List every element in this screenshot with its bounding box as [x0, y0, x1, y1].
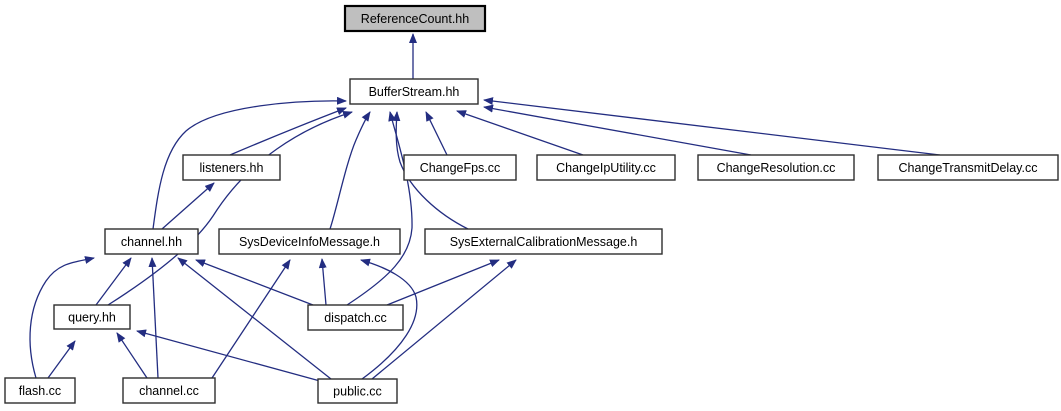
edge-flash-to-channelhh [29, 256, 95, 379]
graph-node-bufferstream[interactable]: BufferStream.hh [349, 78, 479, 105]
node-label-changeiputility: ChangeIpUtility.cc [556, 161, 656, 175]
graph-node-sysdeviceinfo[interactable]: SysDeviceInfoMessage.h [218, 228, 401, 255]
node-box-public[interactable] [317, 378, 398, 404]
graph-node-channelcc[interactable]: channel.cc [122, 377, 216, 404]
edge-dispatch-to-channelhh [195, 259, 314, 306]
node-box-bufferstream[interactable] [349, 78, 479, 105]
node-box-changeresolution[interactable] [697, 154, 855, 181]
graph-node-changeresolution[interactable]: ChangeResolution.cc [697, 154, 855, 181]
edge-channelcc-to-channelhh [148, 257, 159, 379]
node-label-queryhh: query.hh [68, 311, 116, 325]
node-label-changeresolution: ChangeResolution.cc [717, 161, 836, 175]
node-box-channelhh[interactable] [104, 228, 199, 255]
node-label-changefps: ChangeFps.cc [420, 161, 501, 175]
node-box-queryhh[interactable] [53, 304, 131, 330]
edge-sysdeviceinfo-to-bufferstream [329, 111, 371, 230]
edge-dispatch-to-sysexternalcalib [386, 259, 500, 306]
edge-dispatch-to-sysdeviceinfo [318, 258, 327, 306]
node-label-bufferstream: BufferStream.hh [369, 85, 460, 99]
node-box-changefps[interactable] [403, 154, 517, 181]
node-box-dispatch[interactable] [307, 304, 404, 331]
node-label-public: public.cc [333, 385, 382, 399]
node-box-sysexternalcalib[interactable] [424, 228, 663, 255]
edge-channelhh-to-listeners [161, 182, 215, 230]
edge-changeresolution-to-bufferstream [483, 104, 752, 156]
node-label-channelhh: channel.hh [121, 235, 182, 249]
edge-dispatch-to-bufferstream [346, 111, 413, 306]
edge-channelcc-to-sysdeviceinfo [211, 259, 291, 379]
graph-node-changefps[interactable]: ChangeFps.cc [403, 154, 517, 181]
graph-node-referencecount[interactable]: ReferenceCount.hh [343, 4, 487, 33]
node-box-changetransmitdelay[interactable] [877, 154, 1059, 181]
edge-public-to-sysdeviceinfo [360, 258, 418, 380]
edge-public-to-sysexternalcalib [371, 259, 517, 380]
node-box-referencecount[interactable] [343, 4, 487, 33]
edge-listeners-to-bufferstream [229, 107, 347, 156]
edge-queryhh-to-channelhh [95, 257, 132, 306]
graph-node-queryhh[interactable]: query.hh [53, 304, 131, 330]
node-box-changeiputility[interactable] [536, 154, 676, 181]
edge-flash-to-queryhh [47, 340, 76, 379]
graph-node-flash[interactable]: flash.cc [4, 377, 76, 404]
node-box-sysdeviceinfo[interactable] [218, 228, 401, 255]
graph-node-listeners[interactable]: listeners.hh [182, 154, 281, 181]
edge-changefps-to-bufferstream [425, 111, 448, 156]
graph-node-public[interactable]: public.cc [317, 378, 398, 404]
node-label-channelcc: channel.cc [139, 384, 199, 398]
edge-changetransmitdelay-to-bufferstream [483, 97, 941, 156]
edge-sysexternalcalib-to-bufferstream [392, 111, 469, 230]
node-label-referencecount: ReferenceCount.hh [361, 12, 469, 26]
graph-node-changetransmitdelay[interactable]: ChangeTransmitDelay.cc [877, 154, 1059, 181]
node-box-flash[interactable] [4, 377, 76, 404]
node-label-sysdeviceinfo: SysDeviceInfoMessage.h [239, 235, 380, 249]
graph-node-sysexternalcalib[interactable]: SysExternalCalibrationMessage.h [424, 228, 663, 255]
edge-channelhh-to-bufferstream [152, 96, 347, 230]
graph-node-changeiputility[interactable]: ChangeIpUtility.cc [536, 154, 676, 181]
edge-public-to-channelhh [177, 257, 332, 380]
node-box-listeners[interactable] [182, 154, 281, 181]
node-label-flash: flash.cc [19, 384, 61, 398]
node-label-listeners: listeners.hh [200, 161, 264, 175]
edge-changeiputility-to-bufferstream [456, 110, 584, 156]
edges-layer [29, 33, 941, 382]
graph-node-channelhh[interactable]: channel.hh [104, 228, 199, 255]
node-box-channelcc[interactable] [122, 377, 216, 404]
graph-node-dispatch[interactable]: dispatch.cc [307, 304, 404, 331]
edge-queryhh-to-bufferstream [107, 110, 353, 306]
edge-public-to-queryhh [136, 329, 321, 382]
node-label-changetransmitdelay: ChangeTransmitDelay.cc [899, 161, 1038, 175]
edge-channelcc-to-queryhh [116, 332, 148, 379]
node-label-dispatch: dispatch.cc [324, 311, 387, 325]
node-label-sysexternalcalib: SysExternalCalibrationMessage.h [450, 235, 638, 249]
